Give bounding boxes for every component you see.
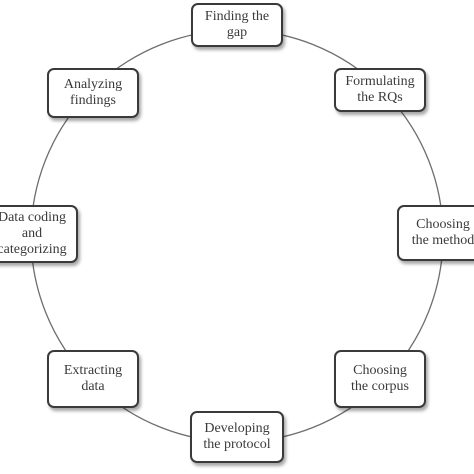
step-finding-the-gap: Finding the gap	[191, 3, 283, 47]
step-label: Choosing the corpus	[351, 363, 409, 394]
step-label: Finding the gap	[204, 9, 270, 40]
step-label: Formulating the RQs	[345, 74, 415, 105]
step-extracting-data: Extracting data	[47, 350, 139, 408]
step-analyzing-findings: Analyzing findings	[47, 68, 139, 118]
step-choosing-the-corpus: Choosing the corpus	[334, 350, 426, 408]
step-data-coding-and-categorizing: Data coding and categorizing	[0, 205, 78, 263]
step-label: Choosing the method	[411, 217, 474, 248]
step-label: Developing the protocol	[203, 421, 271, 452]
step-label: Analyzing findings	[63, 77, 123, 108]
step-formulating-the-rqs: Formulating the RQs	[334, 68, 426, 112]
step-label: Extracting data	[63, 363, 123, 394]
step-developing-the-protocol: Developing the protocol	[190, 411, 284, 463]
step-label: Data coding and categorizing	[0, 210, 67, 257]
step-choosing-the-method: Choosing the method	[397, 205, 474, 261]
